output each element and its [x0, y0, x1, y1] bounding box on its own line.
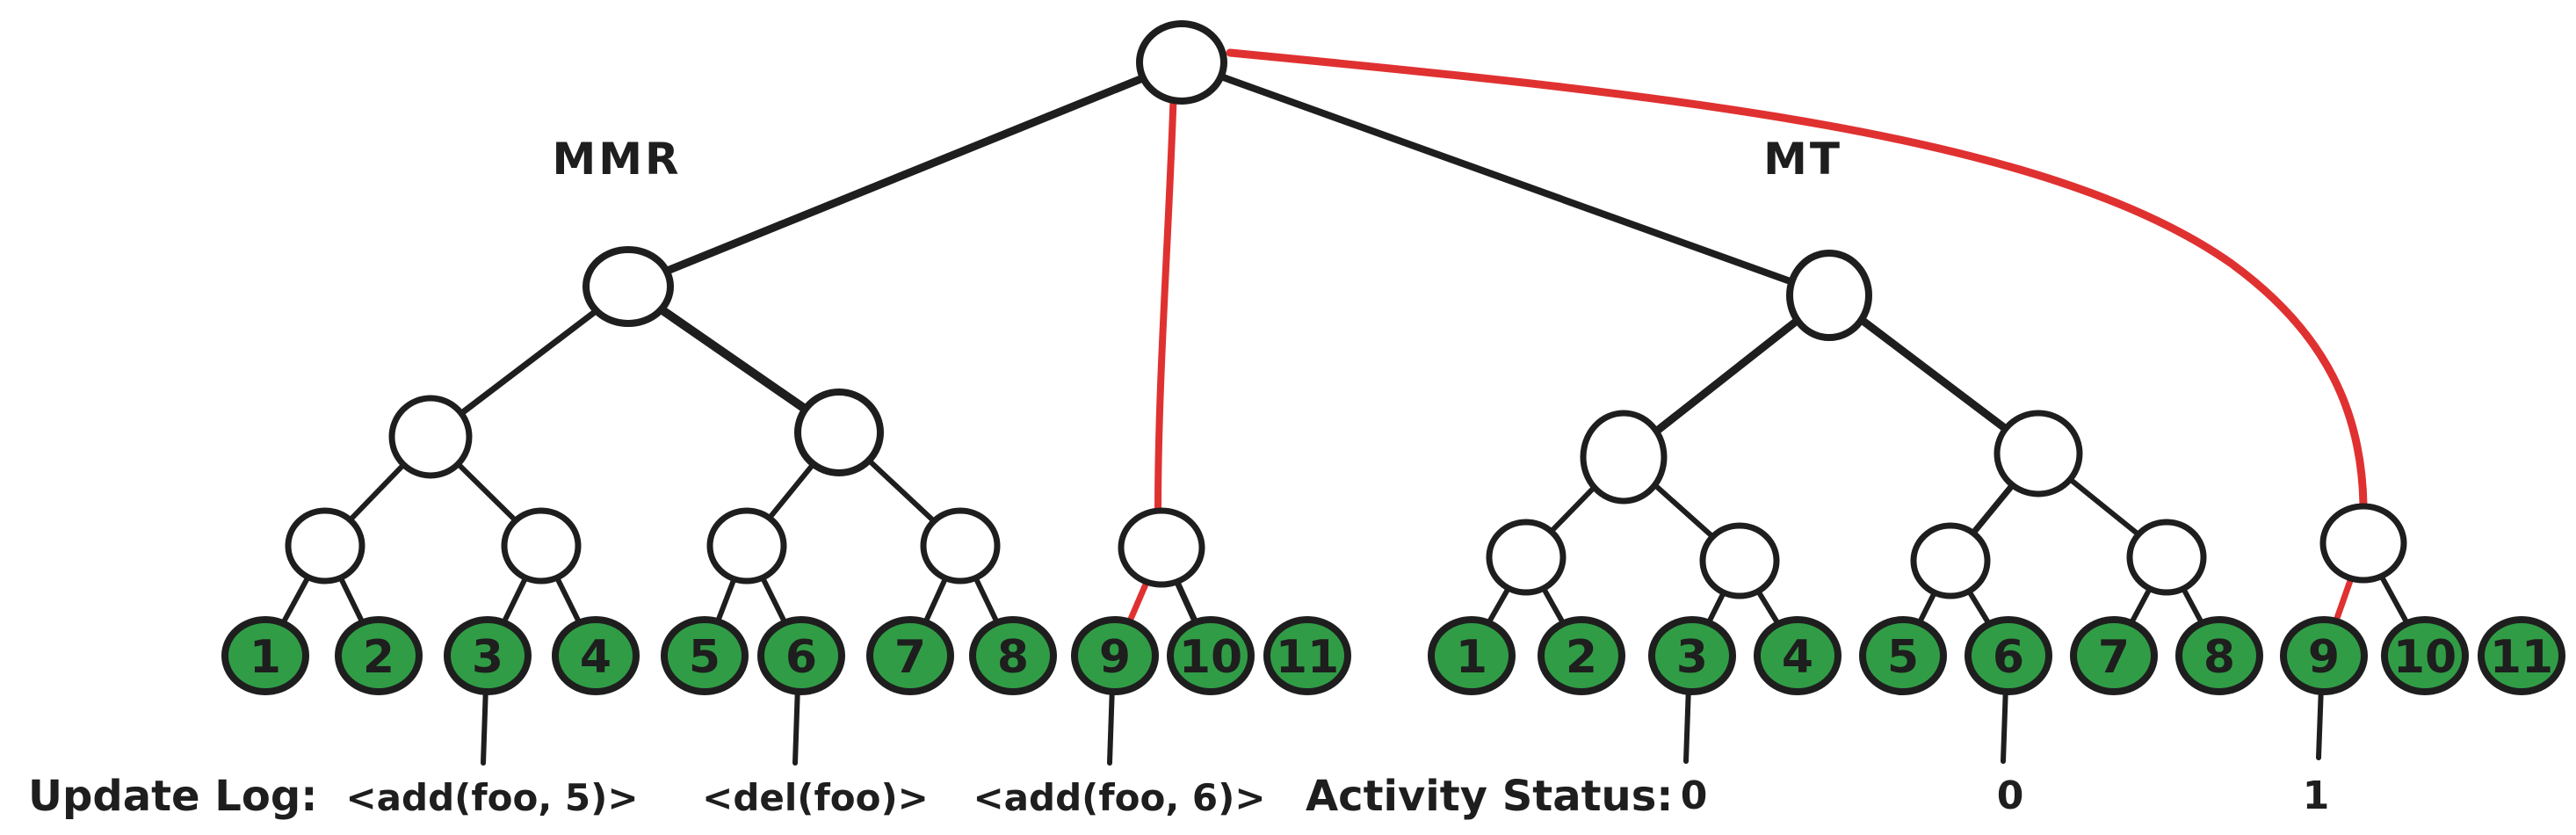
internal-node-mt-p12: [1486, 519, 1567, 596]
leaf-left-10-label: 10: [1179, 631, 1242, 684]
leaf-left-3: [444, 616, 532, 695]
internal-node-mmr-p56: [706, 507, 787, 584]
leaf-stem: [2316, 683, 2324, 760]
leaf-left-1-label: 1: [250, 631, 281, 684]
leaf-left-8: [969, 616, 1057, 695]
leaf-left-10: [1167, 616, 1255, 695]
internal-node-mmr-p34: [501, 507, 582, 584]
leaf-stem: [2001, 683, 2008, 764]
red-edge-root-to-mt-parent9: [1226, 48, 2368, 509]
leaf-right-6-label: 6: [1993, 631, 2024, 684]
text-labels: MMR MT Update Log: <add(foo, 5)> <del(fo…: [28, 134, 2329, 821]
internal-node-mmr-p910: [1118, 507, 1205, 588]
internal-node-mt-p910: [2319, 503, 2407, 584]
leaf-right-4-label: 4: [1782, 631, 1813, 684]
tree-edge: [1178, 59, 1833, 299]
leaf-right-8-label: 8: [2203, 631, 2235, 684]
leaf-right-1: [1428, 616, 1516, 695]
leaf-left-5-label: 5: [689, 631, 720, 684]
activity-status-value-1: 0: [1681, 773, 1708, 818]
activity-status-label: Activity Status:: [1306, 772, 1673, 821]
internal-node-mmr-p78: [920, 507, 1001, 584]
leaf-right-7: [2070, 616, 2158, 695]
internal-node-mmr-l: [388, 395, 473, 479]
leaf-right-1-label: 1: [1456, 631, 1487, 684]
mt-tree-label: MT: [1763, 134, 1842, 185]
internal-node-mt-l: [1580, 410, 1668, 505]
leaf-stem: [1683, 683, 1691, 764]
leaf-right-3: [1648, 616, 1736, 695]
leaf-right-10: [2381, 616, 2469, 695]
internal-node-mt-p34: [1699, 522, 1780, 599]
leaf-stem: [481, 683, 488, 766]
internal-node-mmr-root: [582, 246, 674, 327]
internal-node-mt-r: [1994, 410, 2083, 497]
leaf-right-11: [2478, 616, 2565, 695]
internal-node-mmr-p12: [285, 507, 365, 584]
internal-node-mmr-r: [794, 388, 884, 476]
leaf-right-9-label: 9: [2308, 631, 2340, 684]
leaf-left-7: [866, 616, 954, 695]
leaf-left-2-label: 2: [363, 631, 394, 684]
leaf-left-4-label: 4: [580, 631, 611, 684]
leaf-left-11: [1263, 616, 1351, 695]
update-log-entry-3: <add(foo, 6)>: [973, 776, 1265, 819]
leaf-right-5-label: 5: [1887, 631, 1919, 684]
leaf-left-11-label: 11: [1276, 631, 1339, 684]
leaf-left-4: [552, 616, 640, 695]
internal-nodes: [285, 20, 2407, 599]
leaf-right-10-label: 10: [2393, 631, 2457, 684]
leaf-right-4: [1754, 616, 1842, 695]
leaf-right-7-label: 7: [2098, 631, 2130, 684]
leaf-left-1: [221, 616, 309, 695]
update-log-entry-1: <add(foo, 5)>: [345, 776, 638, 819]
tree-edge: [624, 58, 1186, 291]
leaf-stem: [1107, 683, 1115, 766]
leaf-left-9: [1071, 616, 1159, 695]
leaf-left-5: [661, 616, 749, 695]
activity-status-value-3: 1: [2303, 773, 2330, 818]
internal-node-mt-p78: [2126, 519, 2207, 596]
activity-status-value-2: 0: [1997, 773, 2024, 818]
leaf-left-7-label: 7: [894, 631, 926, 684]
leaf-right-2-label: 2: [1566, 631, 1597, 684]
leaf-left-6-label: 6: [785, 631, 817, 684]
leaf-right-11-label: 11: [2490, 631, 2553, 684]
leaf-right-3-label: 3: [1676, 631, 1708, 684]
leaf-right-9: [2280, 616, 2368, 695]
leaf-left-9-label: 9: [1099, 631, 1131, 684]
leaf-right-8: [2175, 616, 2263, 695]
leaf-left-2: [335, 616, 423, 695]
internal-node-mt-p56: [1910, 522, 1991, 599]
leaf-right-2: [1538, 616, 1625, 695]
internal-node-mt-root: [1786, 250, 1872, 341]
mmr-tree-label: MMR: [552, 134, 681, 185]
red-edge-root-to-mmr-parent9: [1154, 83, 1177, 513]
leaf-right-6: [1965, 616, 2052, 695]
update-log-entry-2: <del(foo)>: [702, 776, 929, 819]
internal-node-root: [1136, 20, 1227, 105]
leaf-right-5: [1859, 616, 1947, 695]
leaf-annotation-stems: [481, 683, 2324, 766]
update-log-label: Update Log:: [28, 772, 317, 821]
leaf-left-3-label: 3: [472, 631, 503, 684]
leaf-stem: [792, 683, 800, 766]
leaf-left-8-label: 8: [997, 631, 1029, 684]
leaf-left-6: [757, 616, 845, 695]
